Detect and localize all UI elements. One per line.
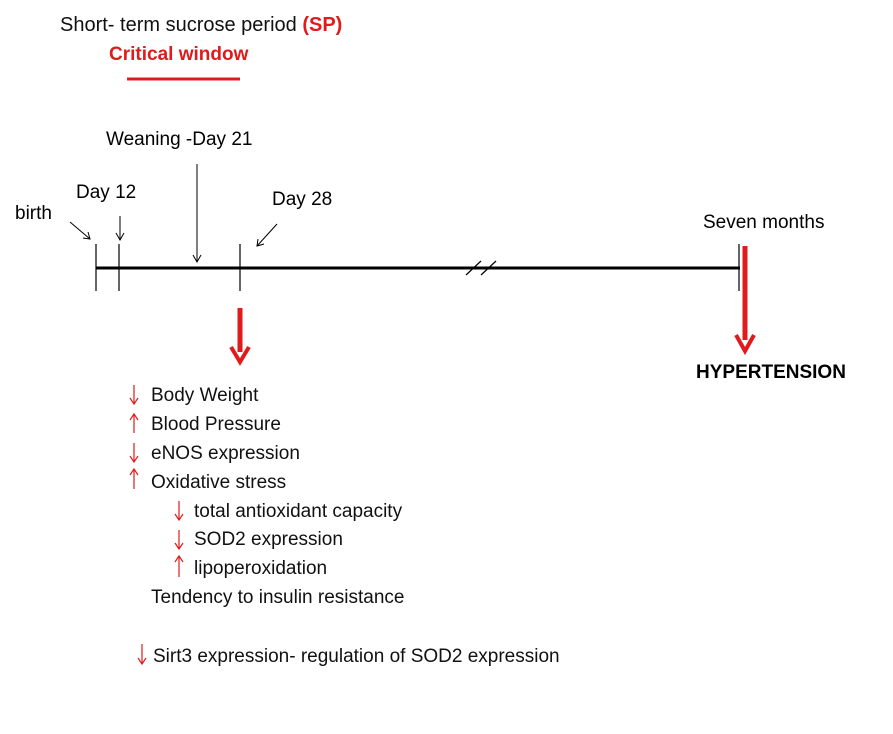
day28-effect-arrow <box>229 308 251 366</box>
label-birth: birth <box>15 203 52 224</box>
hypertension-arrow <box>734 246 756 356</box>
label-day12: Day 12 <box>76 182 136 203</box>
down-arrow-icon <box>137 644 147 666</box>
title-abbr: (SP) <box>302 14 342 36</box>
up-arrow-icon <box>129 467 139 489</box>
effect-antioxidant: total antioxidant capacity <box>194 501 403 522</box>
effect-blood-pressure: Blood Pressure <box>151 414 281 435</box>
hypertension-label: HYPERTENSION <box>696 362 846 383</box>
effect-oxidative-stress: Oxidative stress <box>151 472 286 493</box>
up-arrow-icon <box>129 412 139 433</box>
axis-break-icon <box>465 260 497 276</box>
label-day28: Day 28 <box>272 189 332 210</box>
effect-sod2: SOD2 expression <box>194 529 343 550</box>
weaning-pointer-arrow <box>192 164 202 264</box>
birth-pointer-arrow <box>69 221 91 240</box>
title-text: Short- term sucrose period (SP) <box>60 14 342 36</box>
effect-enos: eNOS expression <box>151 443 300 464</box>
down-arrow-icon <box>174 530 184 551</box>
critical-window-label: Critical window <box>109 44 249 65</box>
day28-pointer-arrow <box>256 223 278 247</box>
effect-body-weight: Body Weight <box>151 385 259 406</box>
title-main: Short- term sucrose period <box>60 14 302 36</box>
down-arrow-icon <box>174 501 184 522</box>
effect-sirt3: Sirt3 expression- regulation of SOD2 exp… <box>153 646 560 667</box>
label-seven-months: Seven months <box>703 212 824 233</box>
label-weaning: Weaning -Day 21 <box>106 129 252 150</box>
up-arrow-icon <box>174 554 184 577</box>
effect-insulin: Tendency to insulin resistance <box>151 587 404 608</box>
down-arrow-icon <box>129 443 139 464</box>
effect-lipoperoxidation: lipoperoxidation <box>194 558 327 579</box>
down-arrow-icon <box>129 385 139 406</box>
day12-pointer-arrow <box>115 216 125 242</box>
